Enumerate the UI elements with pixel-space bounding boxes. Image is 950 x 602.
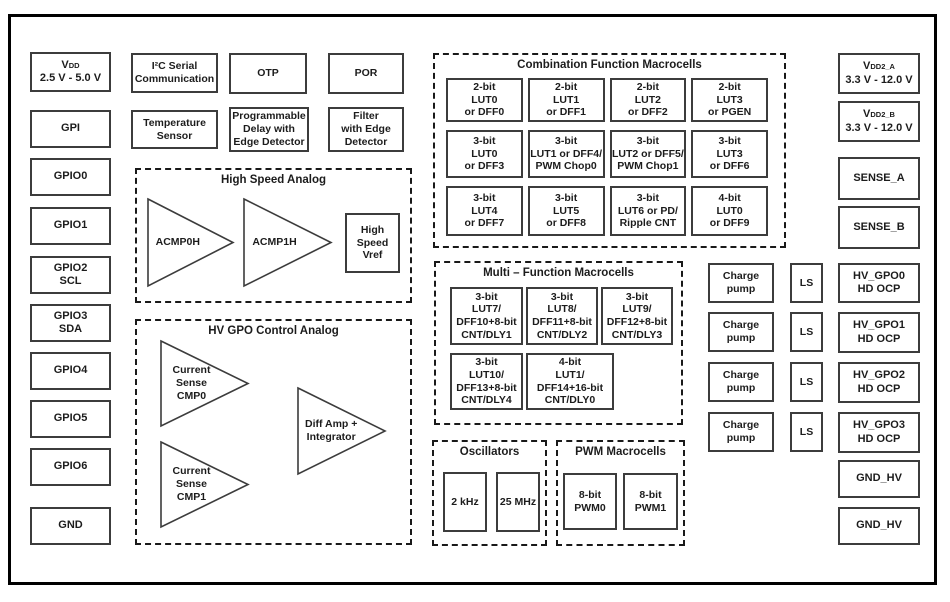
macrocell-2bit-lut3-pgen: 2-bit LUT3 or PGEN [691,78,768,122]
pin-vdd2-a-subscript: DD2_A [870,62,895,72]
current-sense-cmp0-label: Current Sense CMP0 [172,363,211,403]
pin-hv-gpo0-hd-ocp: HV_GPO0 HD OCP [838,263,920,303]
block-programmable-delay-edge-detector: Programmable Delay with Edge Detector [229,107,309,152]
level-shifter-3: LS [790,362,823,402]
pin-gpi: GPI [30,110,111,148]
block-i2c-serial-communication: I²C Serial Communication [131,53,218,93]
macrocell-3bit-lut5-dff8: 3-bit LUT5 or DFF8 [527,186,605,236]
macrocell-2bit-lut1-dff1: 2-bit LUT1 or DFF1 [527,78,605,122]
current-sense-cmp1-label: Current Sense CMP1 [172,464,211,504]
block-high-speed-vref: High Speed Vref [345,213,400,273]
oscillator-2khz: 2 kHz [443,472,487,532]
level-shifter-2: LS [790,312,823,352]
group-pwm-macrocells: PWM Macrocells [556,440,685,546]
block-temperature-sensor: Temperature Sensor [131,110,218,149]
pin-vdd-voltage-range: 2.5 V - 5.0 V [39,72,102,84]
charge-pump-2: Charge pump [708,312,774,352]
triangle-shape [243,197,333,288]
macrocell-3bit-lut8-cntdly2: 3-bit LUT8/ DFF11+8-bit CNT/DLY2 [526,287,598,345]
macrocell-8bit-pwm0: 8-bit PWM0 [563,473,617,530]
oscillator-25mhz: 25 MHz [496,472,540,532]
level-shifter-4: LS [790,412,823,452]
charge-pump-1: Charge pump [708,263,774,303]
pin-hv-gpo3-hd-ocp: HV_GPO3 HD OCP [838,412,920,453]
pin-hv-gpo1-hd-ocp: HV_GPO1 HD OCP [838,312,920,353]
macrocell-3bit-lut6-pd-ripplecnt: 3-bit LUT6 or PD/ Ripple CNT [609,186,687,236]
macrocell-3bit-lut2-dff5-pwmchop1: 3-bit LUT2 or DFF5/ PWM Chop1 [609,130,687,178]
block-filter-edge-detector: Filter with Edge Detector [328,107,404,152]
comparator-acmp0h: ACMP0H [147,197,235,288]
triangle-shape [160,339,250,428]
diagram-outer-border [8,14,937,585]
group-hv-gpo-control-analog: HV GPO Control Analog [135,319,412,545]
group-oscillators-title: Oscillators [459,446,520,458]
macrocell-4bit-lut0-dff9: 4-bit LUT0 or DFF9 [691,186,768,236]
multi-function-row-1: 3-bit LUT7/ DFF10+8-bit CNT/DLY1 3-bit L… [450,287,673,345]
pin-gpio5: GPIO5 [30,400,111,438]
triangle-shape [160,440,250,529]
comparator-acmp0h-label: ACMP0H [155,235,200,248]
pin-hv-gpo2-hd-ocp: HV_GPO2 HD OCP [838,362,920,403]
pin-gnd-hv-1: GND_HV [838,460,920,498]
current-sense-cmp1: Current Sense CMP1 [160,440,250,529]
group-pwm-title: PWM Macrocells [575,446,666,458]
charge-pump-4: Charge pump [708,412,774,452]
group-multi-function-macrocells: Multi – Function Macrocells [434,261,683,425]
block-por: POR [328,53,404,94]
pin-gpio0: GPIO0 [30,158,111,196]
macrocell-2bit-lut2-dff2: 2-bit LUT2 or DFF2 [609,78,687,122]
charge-pump-3: Charge pump [708,362,774,402]
diff-amp-integrator-label: Diff Amp + Integrator [304,417,358,443]
pin-sense-b: SENSE_B [838,206,920,249]
macrocell-3bit-lut10-cntdly4: 3-bit LUT10/ DFF13+8-bit CNT/DLY4 [450,353,523,410]
triangle-shape [297,386,387,476]
macrocell-3bit-lut0-dff3: 3-bit LUT0 or DFF3 [446,130,523,178]
macrocell-8bit-pwm1: 8-bit PWM1 [623,473,678,530]
group-hv-gpo-control-analog-title: HV GPO Control Analog [208,325,339,337]
macrocell-3bit-lut9-cntdly3: 3-bit LUT9/ DFF12+8-bit CNT/DLY3 [601,287,673,345]
pin-sense-a: SENSE_A [838,157,920,200]
macrocell-3bit-lut1-dff4-pwmchop0: 3-bit LUT1 or DFF4/ PWM Chop0 [527,130,605,178]
pin-gnd-hv-2: GND_HV [838,507,920,545]
multi-function-row-2: 3-bit LUT10/ DFF13+8-bit CNT/DLY4 4-bit … [450,353,614,410]
pin-vdd-subscript: DD [68,60,80,70]
pin-vdd-symbol: V [61,58,69,71]
macrocell-2bit-lut0-dff0: 2-bit LUT0 or DFF0 [446,78,523,122]
pin-vdd2-b-subscript: DD2_B [870,110,895,120]
comparator-acmp1h: ACMP1H [243,197,333,288]
pin-gpio1: GPIO1 [30,207,111,245]
macrocell-3bit-lut3-dff6: 3-bit LUT3 or DFF6 [691,130,768,178]
group-oscillators: Oscillators [432,440,547,546]
group-high-speed-analog-title: High Speed Analog [221,174,326,186]
group-combination-title: Combination Function Macrocells [517,59,702,71]
macrocell-3bit-lut4-dff7: 3-bit LUT4 or DFF7 [446,186,523,236]
macrocell-3bit-lut7-cntdly1: 3-bit LUT7/ DFF10+8-bit CNT/DLY1 [450,287,523,345]
group-combination-function-macrocells: Combination Function Macrocells [433,53,786,248]
macrocell-4bit-lut1-cntdly0: 4-bit LUT1/ DFF14+16-bit CNT/DLY0 [526,353,614,410]
comparator-acmp1h-label: ACMP1H [252,235,297,248]
pin-gnd: GND [30,507,111,545]
combination-macrocell-grid: 2-bit LUT0 or DFF0 2-bit LUT1 or DFF1 2-… [446,78,768,236]
group-multi-function-title: Multi – Function Macrocells [483,267,634,279]
triangle-shape [147,197,235,288]
block-otp: OTP [229,53,307,94]
pin-vdd2-b-symbol: V [863,108,871,121]
pin-gpio3-sda: GPIO3 SDA [30,304,111,342]
diff-amp-integrator: Diff Amp + Integrator [297,386,387,476]
pin-gpio2-scl: GPIO2 SCL [30,256,111,294]
pin-vdd2-a-symbol: V [863,60,871,73]
level-shifter-1: LS [790,263,823,303]
pin-vdd2-b-voltage-range: 3.3 V - 12.0 V [845,121,913,134]
current-sense-cmp0: Current Sense CMP0 [160,339,250,428]
pin-gpio4: GPIO4 [30,352,111,390]
group-high-speed-analog: High Speed Analog [135,168,412,303]
pin-gpio6: GPIO6 [30,448,111,486]
pin-vdd2-a-voltage-range: 3.3 V - 12.0 V [845,73,913,86]
